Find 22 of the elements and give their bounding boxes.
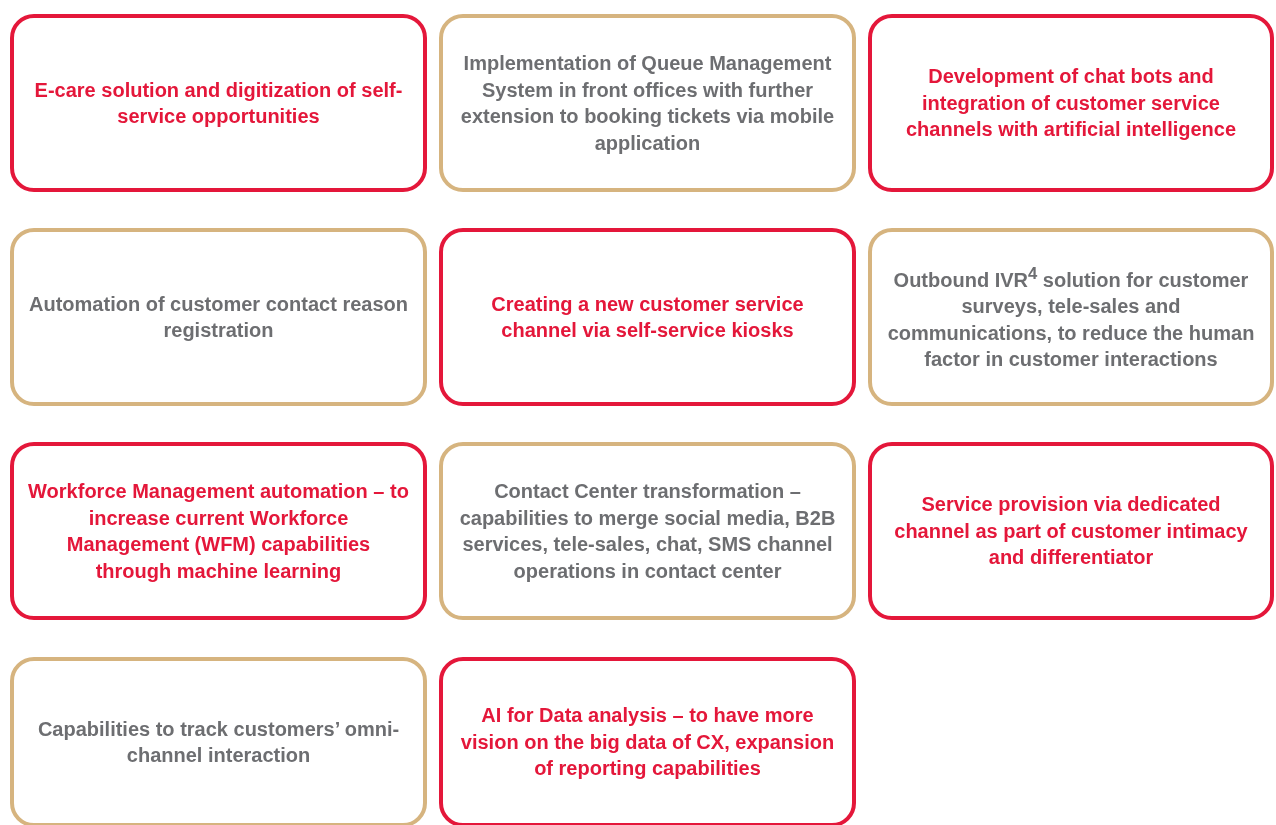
rounded-box	[10, 657, 427, 825]
rounded-box	[439, 442, 856, 620]
box-text: Workforce Management automation – to increase current Workforce Management (WFM) capabilities through machine learning	[28, 479, 409, 584]
rounded-box	[868, 442, 1274, 620]
rounded-box	[439, 657, 856, 825]
box-text: Development of chat bots and integration of customer service channels with artificial intelligence	[904, 64, 1238, 143]
rounded-box	[10, 14, 427, 192]
box-text: Capabilities to track customers’ omni-channel interaction	[36, 716, 401, 768]
box-text: Service provision via dedicated channel as part of customer intimacy and differentiator	[893, 492, 1249, 571]
box-text: AI for Data analysis – to have more vision on the big data of CX, expansion of reporting capabilities	[459, 703, 836, 782]
box-text: Implementation of Queue Management System in front offices with further extension to booking tickets via mobile application	[459, 51, 836, 156]
box-text: Outbound IVR$^{4}$ solution for customer surveys, tele-sales and communications, to reduce the human factor in customer interactions	[886, 263, 1256, 373]
rounded-box	[10, 442, 427, 620]
rounded-box	[439, 228, 856, 406]
rounded-box	[439, 14, 856, 192]
rounded-box	[868, 228, 1274, 406]
box-text: Automation of customer contact reason registration	[28, 291, 409, 343]
box-text: Contact Center transformation – capabilities to merge social media, B2B services, tele-sales, chat, SMS channel operations in contact center	[458, 479, 837, 584]
box-text: Creating a new customer service channel via self-service kiosks	[490, 291, 805, 343]
rounded-box	[868, 14, 1274, 192]
box-text: E-care solution and digitization of self-service opportunities	[33, 77, 404, 129]
rounded-box	[10, 228, 427, 406]
